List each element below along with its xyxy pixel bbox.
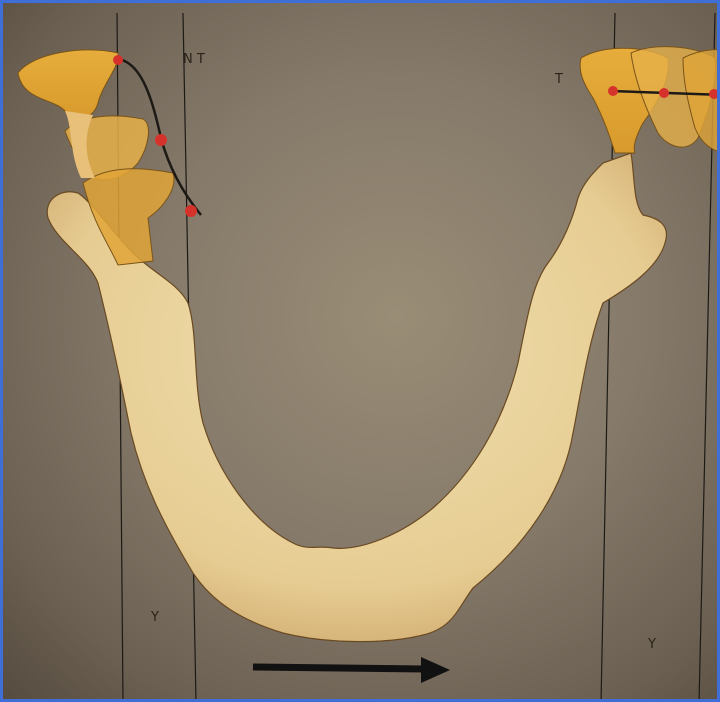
right-marker-1 [608, 86, 618, 96]
label-t: T [554, 72, 563, 87]
left-marker-2 [155, 134, 167, 146]
label-y-right: Y [647, 637, 656, 652]
label-y-left: Y [150, 610, 159, 625]
left-marker-1 [113, 55, 123, 65]
label-nt: N T [183, 52, 205, 67]
right-condyle-group [580, 47, 720, 153]
arrow-right-icon [253, 657, 450, 683]
left-condyle-top [18, 50, 118, 119]
mandible-diagram: N T T Y Y [3, 3, 720, 702]
right-marker-3 [709, 89, 719, 99]
right-marker-2 [659, 88, 669, 98]
left-marker-3 [185, 205, 197, 217]
